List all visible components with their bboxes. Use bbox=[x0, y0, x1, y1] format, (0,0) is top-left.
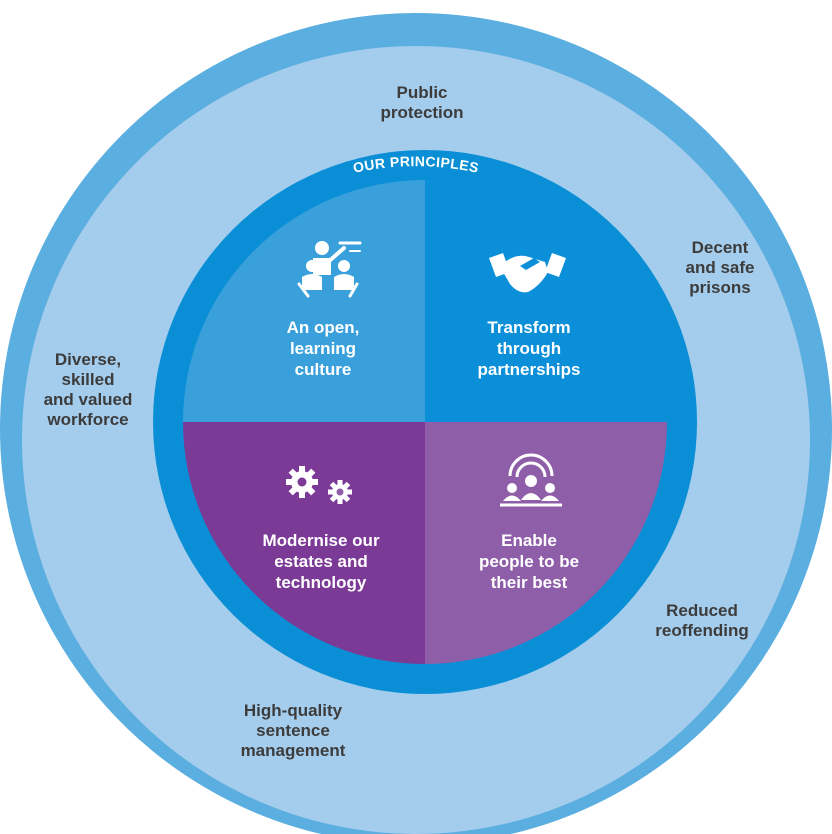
outcome-public-protection: Public protection bbox=[347, 83, 497, 123]
principles-ring-title: OUR PRINCIPLES bbox=[352, 153, 481, 176]
outcome-line: workforce bbox=[47, 410, 129, 429]
principle-line: An open, bbox=[286, 318, 360, 337]
outcome-sentence-management: High-quality sentence management bbox=[218, 701, 368, 761]
outcome-line: and safe bbox=[685, 258, 755, 277]
principle-line: estates and bbox=[274, 552, 368, 571]
outcome-line: Public bbox=[396, 83, 448, 102]
outcome-line: reoffending bbox=[655, 621, 749, 640]
principle-line: Modernise our bbox=[262, 531, 380, 550]
outcomes-ring-title: OUR OUTCOMES bbox=[354, 0, 478, 17]
handshake-icon bbox=[489, 253, 566, 293]
outcome-line: Decent bbox=[691, 238, 749, 257]
outcome-reduced-reoffending: Reduced reoffending bbox=[627, 601, 777, 641]
principles-ring-title-text: OUR PRINCIPLES bbox=[352, 153, 480, 176]
outcome-line: and valued bbox=[43, 390, 133, 409]
principle-line: learning bbox=[289, 339, 357, 358]
outcome-diverse-workforce: Diverse, skilled and valued workforce bbox=[23, 350, 153, 430]
principle-modernise-estates: Modernise our estates and technology bbox=[236, 530, 406, 593]
teaching-icon bbox=[297, 241, 362, 298]
people-broadcast-icon bbox=[500, 453, 562, 507]
principle-line: partnerships bbox=[477, 360, 581, 379]
principle-line: culture bbox=[294, 360, 352, 379]
outcome-line: Reduced bbox=[666, 601, 738, 620]
principle-line: Transform bbox=[487, 318, 571, 337]
principle-line: Enable bbox=[501, 531, 557, 550]
outcome-line: management bbox=[240, 741, 346, 760]
gears-icon bbox=[286, 466, 352, 504]
outcome-line: skilled bbox=[61, 370, 115, 389]
outcome-line: Diverse, bbox=[54, 350, 122, 369]
outcome-line: sentence bbox=[256, 721, 330, 740]
outcomes-ring-title-text: OUR OUTCOMES bbox=[354, 0, 477, 17]
principle-open-learning-culture: An open, learning culture bbox=[238, 317, 408, 380]
principle-line: through bbox=[496, 339, 562, 358]
principle-line: people to be bbox=[478, 552, 580, 571]
outcome-line: prisons bbox=[689, 278, 751, 297]
outcome-line: High-quality bbox=[243, 701, 343, 720]
outcome-line: protection bbox=[380, 103, 464, 122]
principle-transform-partnerships: Transform through partnerships bbox=[444, 317, 614, 380]
principle-enable-people: Enable people to be their best bbox=[444, 530, 614, 593]
outcome-decent-safe-prisons: Decent and safe prisons bbox=[650, 238, 790, 298]
principle-line: technology bbox=[275, 573, 367, 592]
principle-line: their best bbox=[490, 573, 568, 592]
